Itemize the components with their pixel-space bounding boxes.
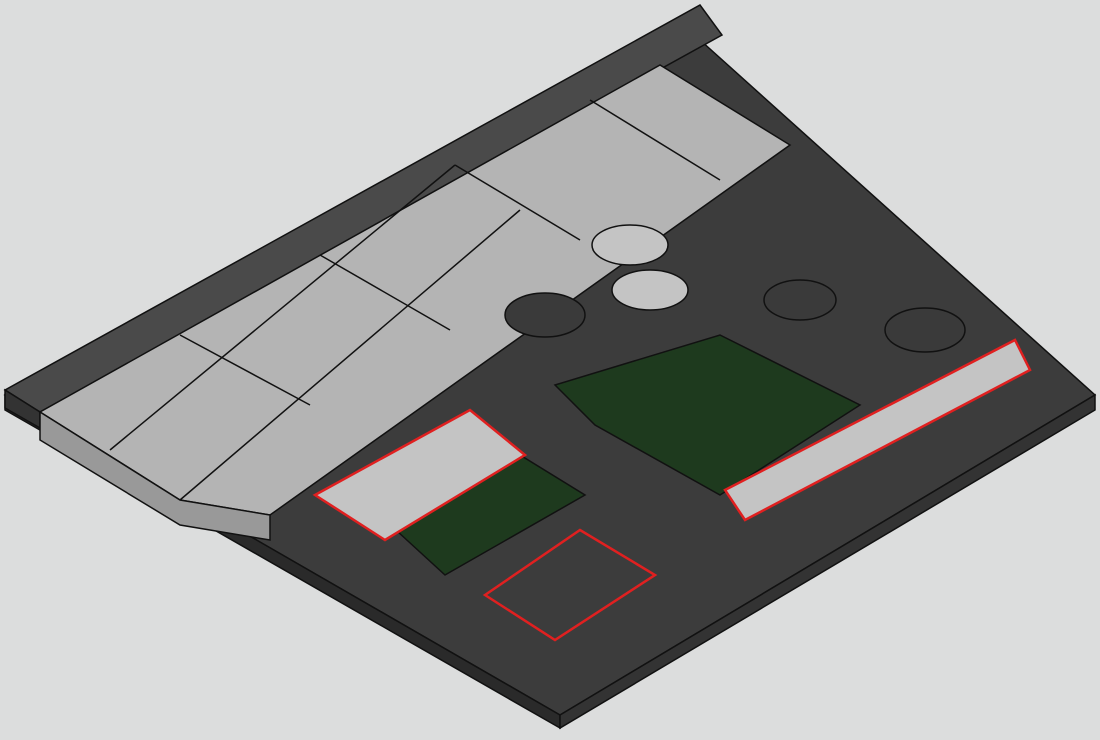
lego-build-instruction-step xyxy=(0,0,1100,740)
